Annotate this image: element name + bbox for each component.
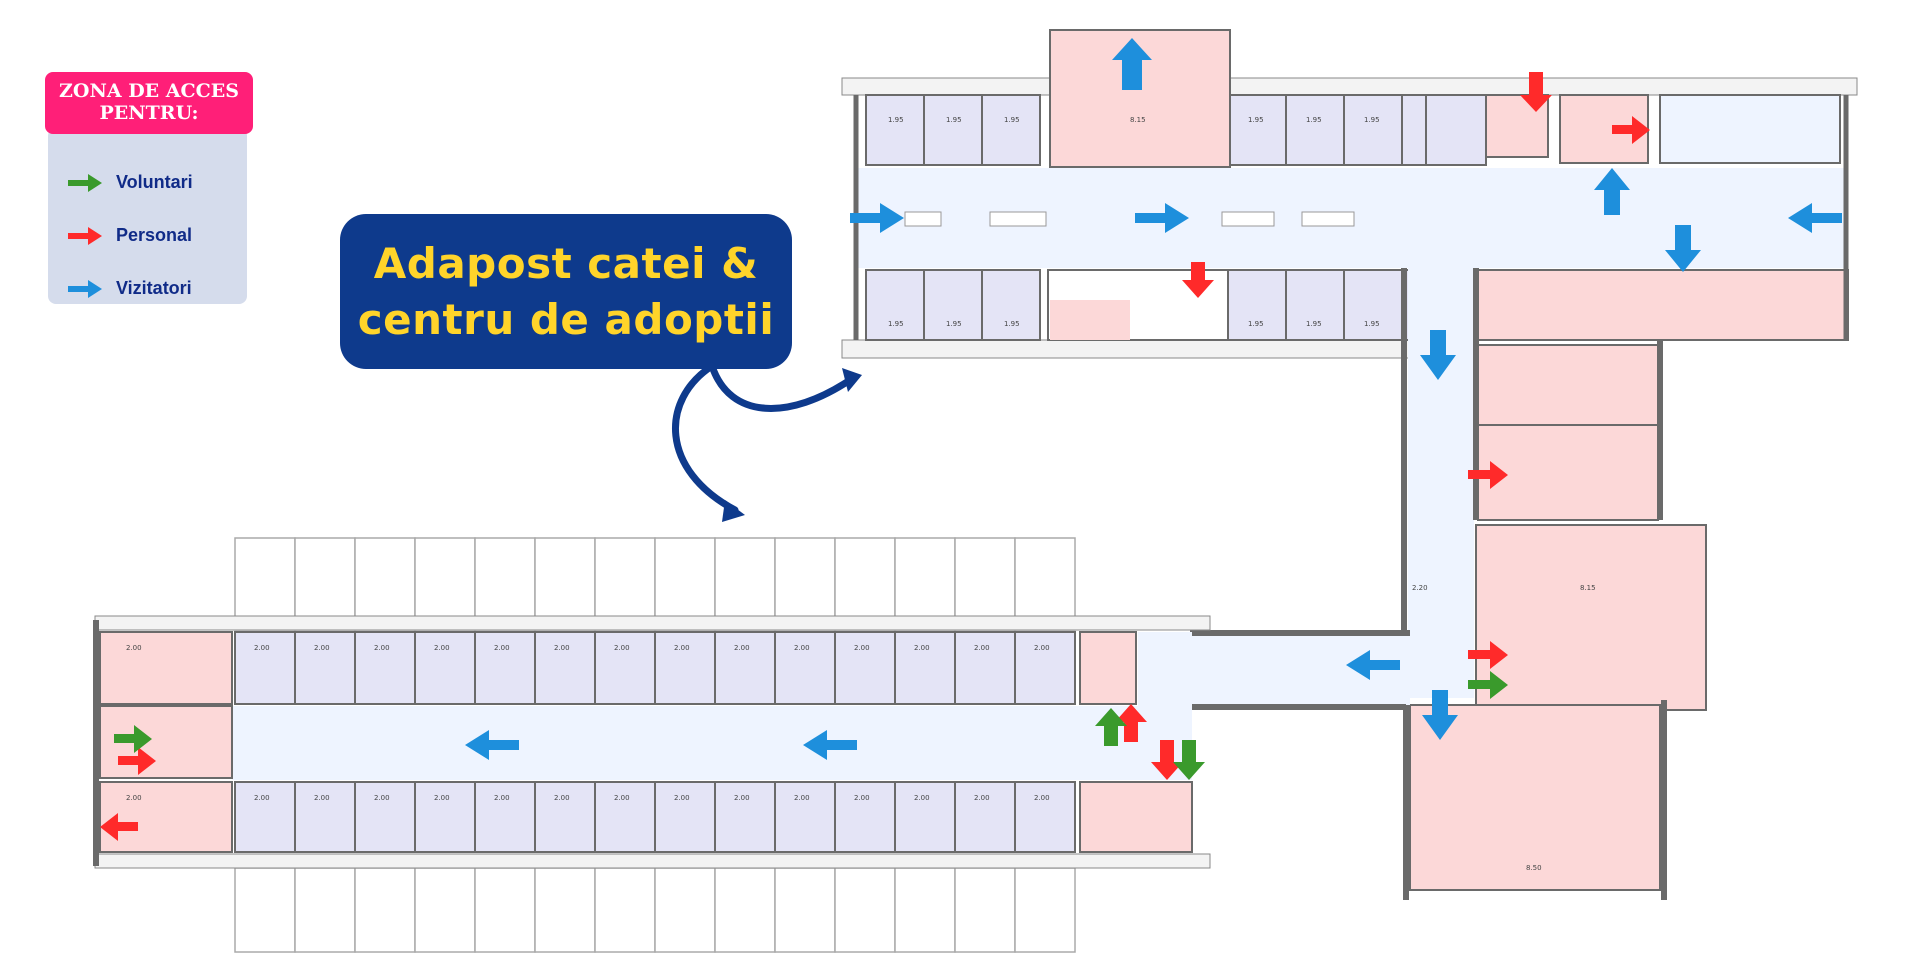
green-arrow-icon (68, 173, 102, 192)
svg-text:2.00: 2.00 (854, 644, 870, 652)
svg-text:2.00: 2.00 (314, 644, 330, 652)
svg-text:2.00: 2.00 (126, 794, 142, 802)
svg-text:2.00: 2.00 (914, 644, 930, 652)
svg-text:2.00: 2.00 (254, 794, 270, 802)
svg-text:2.00: 2.00 (734, 794, 750, 802)
upper-wing: 1.95 1.95 1.95 8.15 1.95 1.95 1.95 1.95 … (841, 29, 1858, 359)
svg-text:1.95: 1.95 (1248, 320, 1264, 328)
svg-text:2.00: 2.00 (974, 794, 990, 802)
svg-text:1.95: 1.95 (1248, 116, 1264, 124)
pointer-arrowhead-right (842, 368, 862, 392)
svg-text:1.95: 1.95 (1364, 320, 1380, 328)
legend-item-vizitatori: Vizitatori (66, 262, 235, 315)
svg-text:2.00: 2.00 (794, 794, 810, 802)
svg-text:2.00: 2.00 (434, 644, 450, 652)
svg-text:2.00: 2.00 (914, 794, 930, 802)
lower-wing: 2.00 2.00 2.00 2.00 2.00 2.00 2.00 2.00 … (93, 537, 1211, 953)
lower-bottom-kennels (234, 781, 1076, 853)
svg-text:1.95: 1.95 (946, 116, 962, 124)
legend-label-voluntari: Voluntari (116, 172, 193, 192)
svg-text:2.00: 2.00 (494, 644, 510, 652)
svg-text:2.00: 2.00 (1034, 644, 1050, 652)
lower-corridor (232, 706, 1192, 780)
vertical-connector: 8.15 8.50 2.20 (1190, 268, 1707, 900)
svg-text:2.00: 2.00 (374, 644, 390, 652)
svg-text:2.00: 2.00 (554, 644, 570, 652)
svg-text:2.00: 2.00 (734, 644, 750, 652)
title-line-2: centru de adoptii (357, 294, 775, 344)
upper-top-kennels (865, 94, 1487, 166)
red-arrow-icon (68, 226, 102, 245)
svg-text:1.95: 1.95 (888, 116, 904, 124)
svg-text:2.00: 2.00 (1034, 794, 1050, 802)
svg-text:2.00: 2.00 (614, 644, 630, 652)
svg-text:2.00: 2.00 (674, 644, 690, 652)
svg-text:2.00: 2.00 (434, 794, 450, 802)
legend: ZONA DE ACCES PENTRU: Voluntari Personal… (45, 72, 253, 304)
svg-text:8.50: 8.50 (1526, 864, 1542, 872)
svg-text:8.15: 8.15 (1580, 584, 1596, 592)
svg-text:2.00: 2.00 (494, 794, 510, 802)
svg-text:2.00: 2.00 (126, 644, 142, 652)
svg-text:2.00: 2.00 (854, 794, 870, 802)
blue-arrow-icon (68, 279, 102, 298)
svg-text:1.95: 1.95 (888, 320, 904, 328)
svg-text:1.95: 1.95 (946, 320, 962, 328)
svg-text:1.95: 1.95 (1004, 116, 1020, 124)
svg-text:8.15: 8.15 (1130, 116, 1146, 124)
svg-text:2.00: 2.00 (674, 794, 690, 802)
legend-label-personal: Personal (116, 225, 193, 245)
lower-top-kennels (234, 631, 1076, 705)
svg-text:2.00: 2.00 (254, 644, 270, 652)
svg-text:2.00: 2.00 (314, 794, 330, 802)
pointer-arrows (672, 362, 854, 514)
svg-text:2.00: 2.00 (974, 644, 990, 652)
title-line-1: Adapost catei & (373, 238, 759, 288)
pointer-arrowhead-down (722, 500, 745, 522)
svg-text:1.95: 1.95 (1306, 116, 1322, 124)
svg-text:2.00: 2.00 (794, 644, 810, 652)
title-badge: Adapost catei & centru de adoptii (340, 214, 792, 369)
svg-text:2.00: 2.00 (614, 794, 630, 802)
flow-arrows-visitors (465, 38, 1842, 760)
legend-body: Voluntari Personal Vizitatori (48, 128, 247, 304)
svg-text:1.95: 1.95 (1364, 116, 1380, 124)
legend-title: ZONA DE ACCES PENTRU: (45, 72, 253, 134)
flow-arrows-volunteers (114, 671, 1508, 780)
legend-label-vizitatori: Vizitatori (116, 278, 192, 298)
legend-item-personal: Personal (66, 209, 235, 262)
svg-text:2.00: 2.00 (374, 794, 390, 802)
svg-text:2.00: 2.00 (554, 794, 570, 802)
svg-text:2.20: 2.20 (1412, 584, 1428, 592)
svg-text:1.95: 1.95 (1306, 320, 1322, 328)
svg-text:1.95: 1.95 (1004, 320, 1020, 328)
flow-arrows-personal (100, 72, 1650, 841)
legend-item-voluntari: Voluntari (66, 156, 235, 209)
